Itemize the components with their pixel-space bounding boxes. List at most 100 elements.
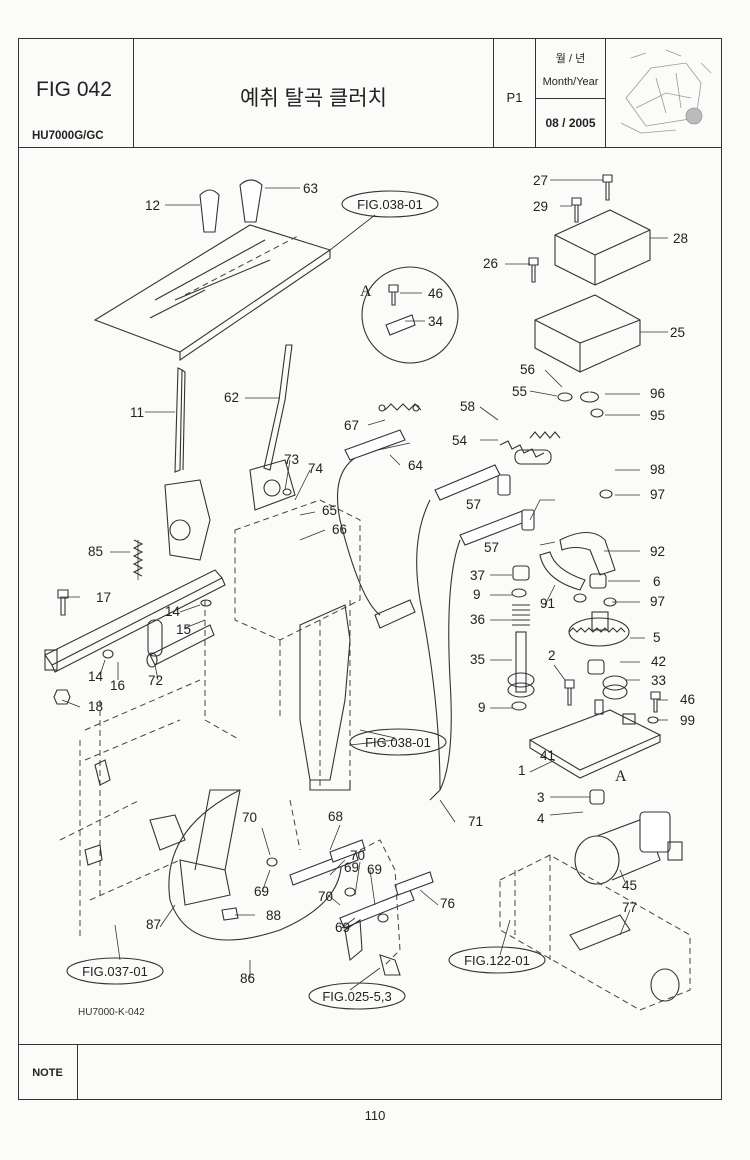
title-cell: 예취 탈곡 클러치 [134, 38, 494, 147]
rod-76 [339, 871, 434, 929]
cable-run-main [374, 499, 461, 801]
callout-71: 71 [468, 814, 483, 829]
ref-bubble-fig-122-01[interactable]: FIG.122-01 [448, 946, 546, 974]
machine-thumbnail-icon [620, 49, 712, 134]
detail-marker-a-base: A [615, 768, 627, 785]
month-year-cell: 월 / 년 Month/Year 08 / 2005 [536, 38, 606, 147]
fig-code-cell: FIG 042 HU7000G/GC [18, 38, 134, 147]
callout-64: 64 [408, 458, 424, 473]
gear-5 [568, 611, 630, 647]
motor-base-1 [528, 699, 662, 779]
callout-57b: 57 [484, 540, 499, 555]
ref-bubble-fig-038-01-mid[interactable]: FIG.038-01 [349, 728, 447, 756]
callout-97b: 97 [650, 594, 665, 609]
svg-text:FIG.122-01: FIG.122-01 [464, 953, 530, 968]
callout-65: 65 [322, 503, 337, 518]
callout-14a: 14 [165, 604, 181, 619]
svg-text:FIG.025-5,3: FIG.025-5,3 [322, 989, 391, 1004]
bolts [57, 174, 661, 921]
cover-28 [554, 209, 651, 286]
callout-28: 28 [673, 231, 688, 246]
clutch-pedal-87 [179, 789, 241, 906]
bushing-3 [589, 789, 605, 805]
ref-bubble-fig-025-5-3[interactable]: FIG.025-5,3 [308, 982, 406, 1010]
fig-code: FIG 042 [36, 78, 112, 101]
snap-ring-96 [579, 391, 600, 403]
gear-33 [602, 675, 628, 700]
bushing-37 [512, 565, 530, 581]
model-code: HU7000G/GC [32, 130, 104, 142]
callout-74: 74 [308, 461, 324, 476]
callout-25: 25 [670, 325, 685, 340]
callout-35: 35 [470, 652, 485, 667]
callout-76: 76 [440, 896, 455, 911]
callout-70c: 70 [318, 889, 333, 904]
thumbnail-cell [606, 38, 722, 147]
motor-mount-frame [499, 854, 691, 1011]
callout-91: 91 [540, 596, 555, 611]
callout-88: 88 [266, 908, 281, 923]
callout-15: 15 [176, 622, 191, 637]
callout-54: 54 [452, 433, 468, 448]
callout-69d: 69 [344, 860, 359, 875]
callout-14b: 14 [88, 669, 104, 684]
note-label: NOTE [32, 1067, 63, 1079]
detail-marker-a-circle: A [360, 283, 372, 300]
callout-46a: 46 [428, 286, 443, 301]
spring-36 [512, 604, 530, 626]
callout-29: 29 [533, 199, 548, 214]
ref-bubble-fig-037-01[interactable]: FIG.037-01 [66, 957, 164, 985]
lever-arm-92 [559, 531, 616, 576]
callout-58: 58 [460, 399, 475, 414]
collar-42 [587, 659, 605, 675]
callout-45: 45 [622, 878, 637, 893]
callout-12: 12 [145, 198, 160, 213]
callout-72: 72 [148, 673, 163, 688]
callout-46b: 46 [680, 692, 695, 707]
callout-6: 6 [653, 574, 661, 589]
bushing-16 [147, 619, 163, 657]
callout-68: 68 [328, 809, 343, 824]
callout-77: 77 [622, 900, 637, 915]
month-year-label: Month/Year [542, 76, 599, 88]
title-block: FIG 042 HU7000G/GC 예취 탈곡 클러치 P1 월 / 년 Mo… [18, 38, 722, 148]
cable-64 [336, 429, 406, 616]
callout-66: 66 [332, 522, 347, 537]
callout-11: 11 [130, 405, 144, 420]
washers [53, 392, 659, 923]
callout-97a: 97 [650, 487, 665, 502]
callout-37: 37 [470, 568, 485, 583]
callout-36: 36 [470, 612, 485, 627]
shift-rod-17 [44, 569, 226, 673]
cable-end-57 [434, 464, 535, 546]
callout-16: 16 [110, 678, 125, 693]
lever-knob-63 [239, 179, 263, 223]
month-year-divider [536, 98, 605, 99]
callout-99: 99 [680, 713, 695, 728]
callout-63: 63 [303, 181, 318, 196]
callout-42: 42 [651, 654, 666, 669]
callout-27: 27 [533, 173, 548, 188]
callout-labels: 1 2 3 4 5 6 9 9 11 12 14 14 15 16 17 18 … [88, 173, 695, 986]
lever-62 [249, 344, 296, 511]
callout-69b: 69 [367, 862, 382, 877]
lever-plate [93, 224, 332, 362]
shaft-35 [507, 631, 535, 698]
callout-85: 85 [88, 544, 103, 559]
callout-95: 95 [650, 408, 665, 423]
rod-68 [289, 839, 366, 886]
page-frame [18, 38, 722, 1100]
svg-text:FIG.038-01: FIG.038-01 [365, 735, 431, 750]
svg-text:FIG.037-01: FIG.037-01 [82, 964, 148, 979]
callout-87: 87 [146, 917, 161, 932]
lever-11 [164, 367, 211, 561]
month-year-korean: 월 / 년 [555, 53, 586, 65]
callout-33: 33 [651, 673, 666, 688]
ref-bubble-fig-038-01-top[interactable]: FIG.038-01 [341, 190, 439, 218]
callout-5: 5 [653, 630, 661, 645]
spring-67 [378, 403, 422, 412]
bushing-6 [589, 573, 607, 589]
note-label-cell: NOTE [18, 1045, 78, 1100]
detail-a-circle [361, 266, 459, 364]
